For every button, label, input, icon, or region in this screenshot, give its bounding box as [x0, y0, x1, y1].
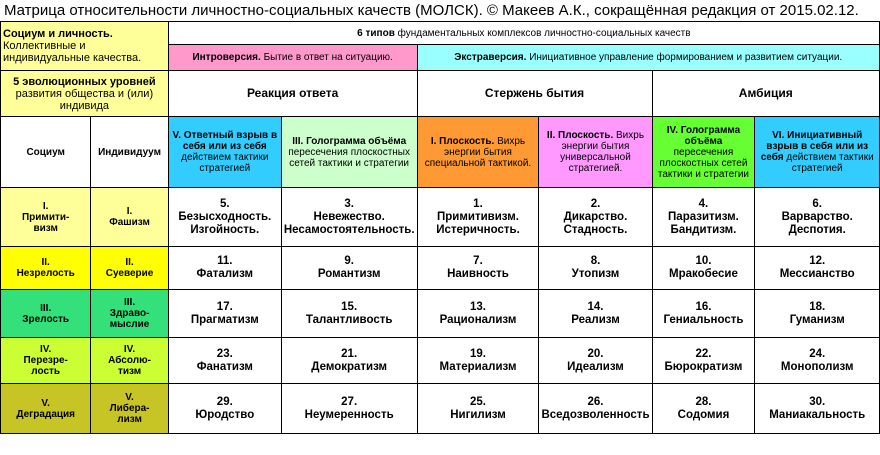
type-rest: пересечения плоскостных сетей тактики и … — [657, 146, 750, 180]
type-rest: действием тактики стратегией — [181, 152, 269, 174]
type-header-iv: IV. Голограмма объёма пересечения плоско… — [651, 116, 756, 188]
type-header-i: I. Плоскость. Вихрь энергии бытия специа… — [416, 116, 540, 188]
level-socium: IV.Перезре-лость — [0, 337, 92, 384]
corner-levels-rest: развития общества и (или) индивида — [15, 87, 154, 112]
corner-levels-bold: 5 эволюционных уровней — [13, 75, 156, 88]
matrix-cell: 5.Безысходность.Изгойность. — [167, 187, 282, 247]
type-rest: Вихрь энергии бытия универсальной страте… — [560, 130, 645, 174]
level-socium: V.Деградация — [0, 383, 92, 434]
type-header-vi: VI. Инициативный взрыв в себя или из себ… — [754, 116, 880, 188]
level-individ: IV.Абсолю-тизм — [90, 337, 169, 384]
introversion-bold: Интроверсия. — [192, 52, 261, 63]
type-bold: VI. Инициативный взрыв в себя или из себ… — [760, 130, 869, 163]
level-row-1: I.Примити-визм I.Фашизм 5.Безысходность.… — [0, 187, 880, 247]
matrix-cell: 7.Наивность — [416, 246, 540, 290]
level-row-4: IV.Перезре-лость IV.Абсолю-тизм 23.Фанат… — [0, 337, 880, 384]
types-header-rest: фундаментальных комплексов личностно-соц… — [394, 27, 691, 39]
page-title: Матрица относительности личностно-социал… — [4, 2, 859, 19]
level-socium: I.Примити-визм — [0, 187, 92, 247]
level-row-2: II.Незрелость II.Суеверие 11.Фатализм 9.… — [0, 246, 880, 290]
type-bold: IV. Голограмма объёма — [666, 124, 741, 147]
matrix-cell: 4.Паразитизм.Бандитизм. — [651, 187, 756, 247]
type-rest: действием тактики стратегией — [783, 152, 874, 174]
matrix-cell: 29.Юродство — [167, 383, 282, 434]
col-header-socium: Социум — [0, 116, 92, 188]
level-row-5: V.Деградация V.Либера-лизм 29.Юродство 2… — [0, 383, 880, 434]
type-rest: Вихрь энергии бытия специальной тактикой… — [424, 135, 532, 169]
matrix-cell: 10.Мракобесие — [651, 246, 756, 290]
matrix-cell: 17.Прагматизм — [167, 289, 282, 338]
matrix-cell: 9.Романтизм — [280, 246, 418, 290]
level-individ: V.Либера-лизм — [90, 383, 169, 434]
extraversion-rest: Инициативное управление формированием и … — [526, 52, 843, 63]
type-rest: пересечения плоскостных сетей тактики и … — [288, 146, 410, 169]
matrix-cell: 22.Бюрократизм — [651, 337, 756, 384]
matrix-cell: 15.Талантливость — [280, 289, 418, 338]
matrix-cell: 14.Реализм — [538, 289, 653, 338]
type-bold: I. Плоскость. — [430, 135, 495, 147]
introversion-header: Интроверсия. Бытие в ответ на ситуацию. — [167, 44, 418, 71]
types-header-bold: 6 типов — [357, 27, 395, 39]
group-header-ambition: Амбиция — [651, 70, 880, 117]
extraversion-bold: Экстраверсия. — [454, 52, 527, 63]
level-individ: II.Суеверие — [90, 246, 169, 290]
matrix-cell: 1.Примитивизм. Истеричность. — [416, 187, 540, 247]
matrix-cell: 30.Маниакальность — [754, 383, 880, 434]
level-row-3: III.Зрелость III.Здраво-мыслие 17.Прагма… — [0, 289, 880, 338]
type-header-ii: II. Плоскость. Вихрь энергии бытия униве… — [538, 116, 653, 188]
matrix-cell: 20.Идеализм — [538, 337, 653, 384]
corner-levels-cell: 5 эволюционных уровней развития общества… — [0, 70, 169, 117]
level-individ: I.Фашизм — [90, 187, 169, 247]
matrix-cell: 26.Вседозволенность — [538, 383, 653, 434]
types-header-cell: 6 типов фундаментальных комплексов лично… — [167, 21, 880, 45]
matrix-cell: 3.Невежество. Несамостоятельность. — [280, 187, 418, 247]
corner-socium-cell: Социум и личность. Коллективные и индиви… — [0, 21, 169, 71]
matrix-cell: 12.Мессианство — [754, 246, 880, 290]
matrix-cell: 19.Материализм — [416, 337, 540, 384]
corner-socium-bold: Социум и личность. — [3, 28, 113, 40]
level-socium: III.Зрелость — [0, 289, 92, 338]
matrix-cell: 21.Демократизм — [280, 337, 418, 384]
matrix-cell: 18.Гуманизм — [754, 289, 880, 338]
matrix-cell: 16.Гениальность — [651, 289, 756, 338]
matrix-cell: 25.Нигилизм — [416, 383, 540, 434]
type-header-iii: III. Голограмма объёма пересечения плоск… — [280, 116, 418, 188]
col-header-individ: Индивидуум — [90, 116, 169, 188]
type-bold: II. Плоскость. — [546, 130, 614, 141]
matrix-cell: 11.Фатализм — [167, 246, 282, 290]
molsk-matrix: Социум и личность. Коллективные и индиви… — [0, 21, 880, 434]
corner-socium-rest: Коллективные и индивидуальные качества. — [3, 40, 142, 64]
introversion-rest: Бытие в ответ на ситуацию. — [260, 52, 393, 63]
matrix-cell: 27.Неумеренность — [280, 383, 418, 434]
level-individ: III.Здраво-мыслие — [90, 289, 169, 338]
matrix-cell: 23.Фанатизм — [167, 337, 282, 384]
matrix-cell: 2.Дикарство.Стадность. — [538, 187, 653, 247]
level-socium: II.Незрелость — [0, 246, 92, 290]
matrix-cell: 13.Рационализм — [416, 289, 540, 338]
group-header-core: Стержень бытия — [416, 70, 653, 117]
group-header-reaction: Реакция ответа — [167, 70, 418, 117]
matrix-cell: 6.Варварство. Деспотия. — [754, 187, 880, 247]
matrix-cell: 28.Содомия — [651, 383, 756, 434]
matrix-cell: 24.Монополизм — [754, 337, 880, 384]
matrix-cell: 8.Утопизм — [538, 246, 653, 290]
type-header-v: V. Ответный взрыв в себя или из себя дей… — [167, 116, 282, 188]
type-bold: V. Ответный взрыв в себя или из себя — [172, 130, 278, 152]
extraversion-header: Экстраверсия. Инициативное управление фо… — [416, 44, 880, 71]
type-bold: III. Голограмма объёма — [292, 135, 407, 147]
